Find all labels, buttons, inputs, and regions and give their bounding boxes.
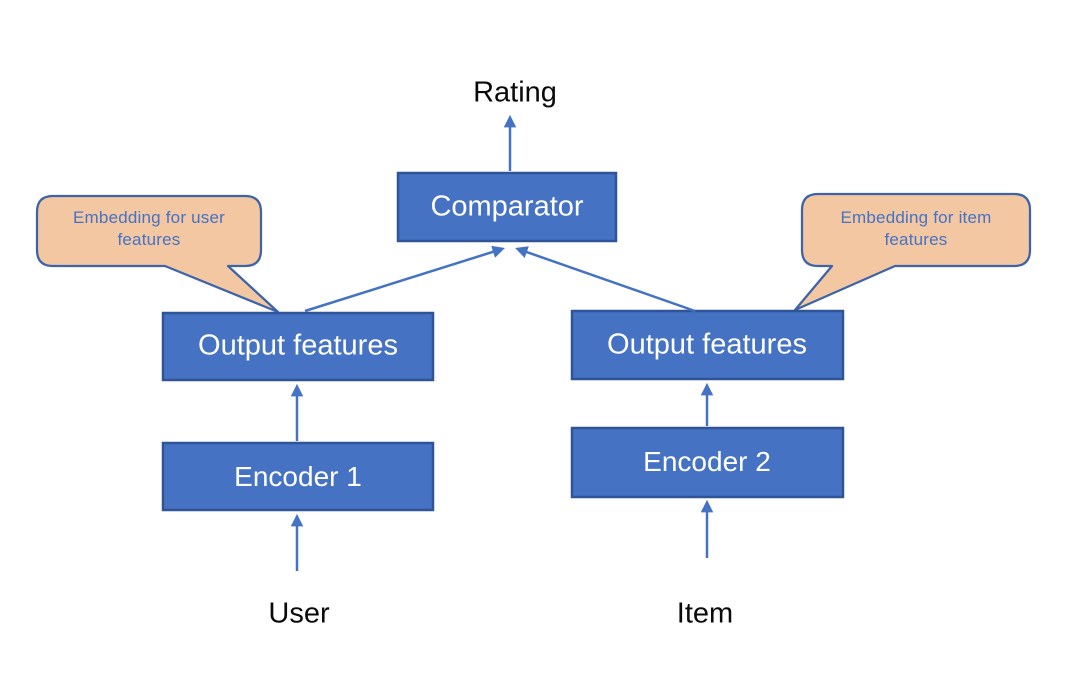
rating-label: Rating — [473, 76, 557, 109]
callout-item-embedding-line1: Embedding for item — [840, 208, 992, 227]
callout-item-embedding-bubble — [793, 192, 1032, 312]
callout-user-embedding-line2: features — [117, 230, 181, 249]
comparator-label: Comparator — [430, 190, 584, 223]
output-features-right-label: Output features — [607, 328, 807, 361]
callout-user-embedding-bubble — [35, 194, 280, 314]
item-input-label: Item — [676, 597, 734, 630]
encoder2-label: Encoder 2 — [643, 446, 771, 477]
arrow-output-right-to-comparator — [515, 246, 696, 313]
callout-item-embedding-text: Embedding for item features — [840, 207, 991, 251]
arrow-output-left-to-comparator — [304, 245, 505, 313]
callout-item-embedding-line2: features — [884, 230, 948, 249]
user-input-label: User — [268, 597, 330, 630]
callout-user-embedding-text: Embedding for user features — [73, 207, 225, 251]
encoder1-box-shape — [161, 441, 435, 512]
output-features-left-label: Output features — [198, 329, 398, 362]
output-features-right-box-shape — [570, 309, 845, 381]
callout-user-embedding-line1: Embedding for user — [73, 208, 225, 227]
output-features-left-box-shape — [161, 311, 435, 382]
encoder2-box-shape — [570, 426, 845, 499]
encoder1-label: Encoder 1 — [234, 461, 362, 492]
comparator-box-shape — [396, 171, 618, 243]
